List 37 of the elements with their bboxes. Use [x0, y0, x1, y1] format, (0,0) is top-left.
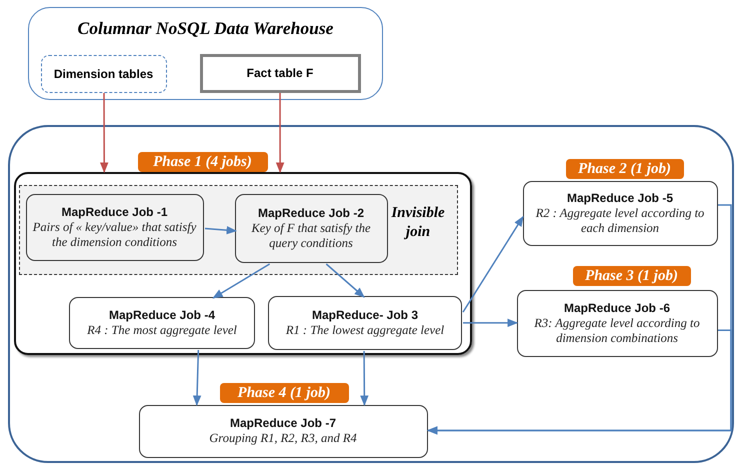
job-box	[69, 297, 255, 349]
job-title: MapReduce- Job 3	[312, 308, 418, 323]
panel-title: Columnar NoSQL Data Warehouse	[76, 18, 334, 39]
process-container	[8, 125, 734, 463]
job-description: Pairs of « key/value» that satisfy the dimension conditions	[32, 220, 198, 250]
job-description: R3: Aggregate level according to dimension combinations	[533, 316, 701, 346]
arrow	[360, 351, 369, 406]
job-description: R2 : Aggregate level according to each dimension	[534, 206, 706, 236]
job-title: MapReduce Job -1	[61, 204, 168, 220]
warehouse-panel	[28, 7, 383, 100]
arrow	[462, 216, 524, 313]
job-description: R4 : The most aggregate level	[86, 323, 238, 338]
job-title: MapReduce Job -5	[566, 190, 674, 206]
phase-badge: Phase 2 (1 job)	[566, 158, 684, 178]
job-box	[234, 194, 388, 262]
job-box	[26, 194, 204, 260]
table-box: Fact table F	[200, 54, 360, 92]
arrow	[426, 329, 732, 435]
phase-badge: Phase 3 (1 job)	[572, 266, 690, 286]
job-description: Grouping R1, R2, R3, and R4	[208, 431, 358, 446]
table-box: Dimension tables	[40, 54, 166, 92]
job-description: R1 : The lowest aggregate level	[284, 323, 446, 338]
job-box	[268, 296, 462, 350]
arrow	[100, 93, 108, 174]
arrow	[463, 318, 518, 328]
job-title: MapReduce Job -6	[564, 300, 670, 316]
invisible-join-area	[19, 185, 458, 275]
arrow	[204, 226, 238, 234]
group-label: Invisible join	[390, 204, 446, 242]
arrow	[276, 93, 284, 174]
job-description: Key of F that satisfy the query conditions	[250, 220, 372, 250]
job-title: MapReduce Job -4	[108, 308, 216, 323]
phase-badge: Phase 4 (1 job)	[220, 382, 348, 402]
job-title: MapReduce Job -2	[258, 206, 364, 220]
phase-badge: Phase 1 (4 jobs)	[138, 152, 268, 172]
arrow	[192, 350, 202, 406]
job-title: MapReduce Job -7	[230, 416, 336, 431]
